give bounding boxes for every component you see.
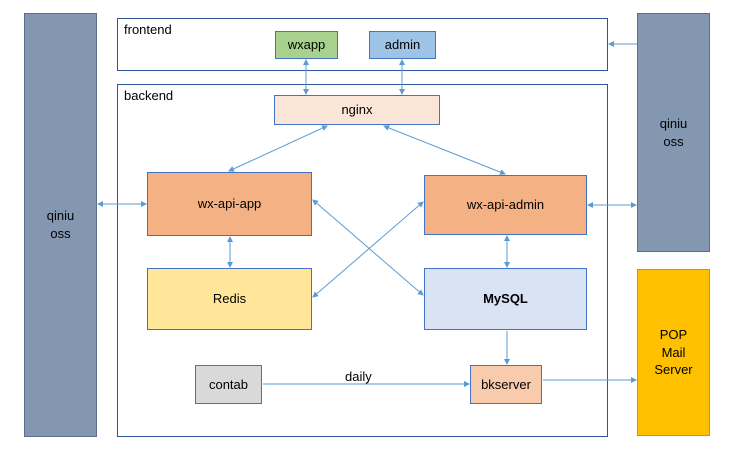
qiniu-oss-left: qiniu oss [24,13,97,437]
wxapp-label: wxapp [287,37,326,53]
wx-api-admin-node: wx-api-admin [424,175,587,235]
pop-mail-server-node: POP Mail Server [637,269,710,436]
frontend-container: frontend [117,18,608,71]
mail-line1: POP [659,327,688,343]
qiniu-oss-right-line1: qiniu [659,115,688,131]
mail-line2: Mail [661,344,686,360]
backend-label: backend [124,88,174,103]
bkserver-label: bkserver [481,376,531,392]
daily-label: daily [345,369,372,384]
qiniu-oss-right: qiniu oss [637,13,710,252]
contab-label: contab [208,376,249,392]
mail-line3: Server [654,362,693,378]
qiniu-oss-right-line2: oss [663,133,684,149]
frontend-label: frontend [124,22,172,37]
bkserver-node: bkserver [470,365,542,404]
redis-node: Redis [147,268,312,330]
wxapp-node: wxapp [275,31,338,59]
nginx-node: nginx [274,95,440,125]
qiniu-oss-left-line2: oss [50,226,71,241]
wx-api-app-node: wx-api-app [147,172,312,236]
mysql-node: MySQL [424,268,587,330]
contab-node: contab [195,365,262,404]
admin-node: admin [369,31,436,59]
nginx-label: nginx [341,102,373,118]
qiniu-oss-left-line1: qiniu [46,208,75,224]
mysql-label: MySQL [483,291,528,307]
wx-api-app-label: wx-api-app [197,196,262,212]
redis-label: Redis [212,291,247,307]
admin-label: admin [384,37,421,53]
wx-api-admin-label: wx-api-admin [466,197,545,213]
